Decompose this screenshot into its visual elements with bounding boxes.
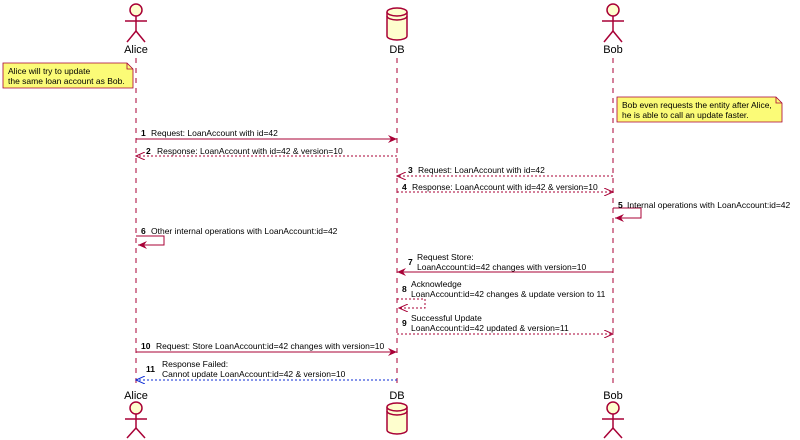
participant-db-top: DB bbox=[386, 7, 408, 56]
message-label: Successful Update bbox=[411, 313, 482, 323]
message-1: 1 Request: LoanAccount with id=42 bbox=[136, 128, 397, 143]
message-number: 8 bbox=[402, 284, 407, 294]
message-label: LoanAccount:id=42 updated & version=11 bbox=[411, 323, 569, 333]
message-label: Internal operations with LoanAccount:id=… bbox=[627, 200, 791, 210]
actor-icon bbox=[602, 401, 624, 439]
participant-alice-top: Alice bbox=[124, 3, 148, 56]
message-10: 10 Request: Store LoanAccount:id=42 chan… bbox=[136, 341, 397, 356]
message-number: 7 bbox=[408, 257, 413, 267]
message-label: Response: LoanAccount with id=42 & versi… bbox=[412, 182, 598, 192]
message-6: 6 Other internal operations with LoanAcc… bbox=[136, 226, 338, 249]
note-line: Bob even requests the entity after Alice… bbox=[622, 100, 772, 110]
database-icon bbox=[386, 402, 408, 435]
participant-bob-top: Bob bbox=[602, 3, 624, 56]
participant-label: Bob bbox=[603, 44, 623, 56]
message-label: Response: LoanAccount with id=42 & versi… bbox=[157, 146, 343, 156]
participant-label: Alice bbox=[124, 44, 148, 56]
message-11: 11 Response Failed: Cannot update LoanAc… bbox=[136, 359, 397, 380]
message-label: Acknowledge bbox=[411, 279, 462, 289]
note-line: he is able to call an update faster. bbox=[622, 110, 749, 120]
database-icon bbox=[386, 7, 408, 41]
message-label: Response Failed: bbox=[162, 359, 228, 369]
message-number: 10 bbox=[141, 341, 151, 351]
message-number: 3 bbox=[408, 165, 413, 175]
message-label: Request: Store LoanAccount:id=42 changes… bbox=[156, 341, 385, 351]
actor-icon bbox=[125, 401, 147, 439]
message-label: Request: LoanAccount with id=42 bbox=[151, 128, 278, 138]
message-number: 1 bbox=[141, 128, 146, 138]
participant-label: DB bbox=[389, 44, 404, 56]
message-9: 9 Successful Update LoanAccount:id=42 up… bbox=[397, 313, 613, 334]
message-label: Cannot update LoanAccount:id=42 & versio… bbox=[162, 369, 346, 379]
participant-alice-bottom: Alice bbox=[124, 390, 148, 439]
message-number: 5 bbox=[618, 200, 623, 210]
message-number: 9 bbox=[402, 318, 407, 328]
message-label: LoanAccount:id=42 changes with version=1… bbox=[417, 262, 586, 272]
message-label: Request Store: bbox=[417, 252, 474, 262]
message-label: Other internal operations with LoanAccou… bbox=[151, 226, 338, 236]
message-label: Request: LoanAccount with id=42 bbox=[418, 165, 545, 175]
message-7: 7 Request Store: LoanAccount:id=42 chang… bbox=[397, 252, 613, 276]
actor-icon bbox=[602, 3, 624, 43]
message-number: 11 bbox=[146, 364, 155, 374]
note-line: Alice will try to update bbox=[8, 66, 90, 76]
message-8: 8 Acknowledge LoanAccount:id=42 changes … bbox=[397, 279, 606, 308]
message-3: 3 Request: LoanAccount with id=42 bbox=[397, 165, 613, 176]
participant-label: Alice bbox=[124, 390, 148, 402]
participant-label: DB bbox=[389, 390, 404, 402]
participant-bob-bottom: Bob bbox=[602, 390, 624, 439]
message-4: 4 Response: LoanAccount with id=42 & ver… bbox=[397, 182, 613, 192]
actor-icon bbox=[125, 3, 147, 43]
message-number: 4 bbox=[402, 182, 407, 192]
message-2: 2 Response: LoanAccount with id=42 & ver… bbox=[136, 146, 397, 156]
message-number: 2 bbox=[146, 146, 151, 156]
note-bob: Bob even requests the entity after Alice… bbox=[616, 96, 783, 123]
message-5: 5 Internal operations with LoanAccount:i… bbox=[613, 200, 791, 222]
message-number: 6 bbox=[141, 226, 146, 236]
participant-db-bottom: DB bbox=[386, 390, 408, 435]
note-line: the same loan account as Bob. bbox=[8, 76, 125, 86]
message-label: LoanAccount:id=42 changes & update versi… bbox=[411, 289, 606, 299]
participant-label: Bob bbox=[603, 390, 623, 402]
note-alice: Alice will try to update the same loan a… bbox=[2, 62, 134, 89]
